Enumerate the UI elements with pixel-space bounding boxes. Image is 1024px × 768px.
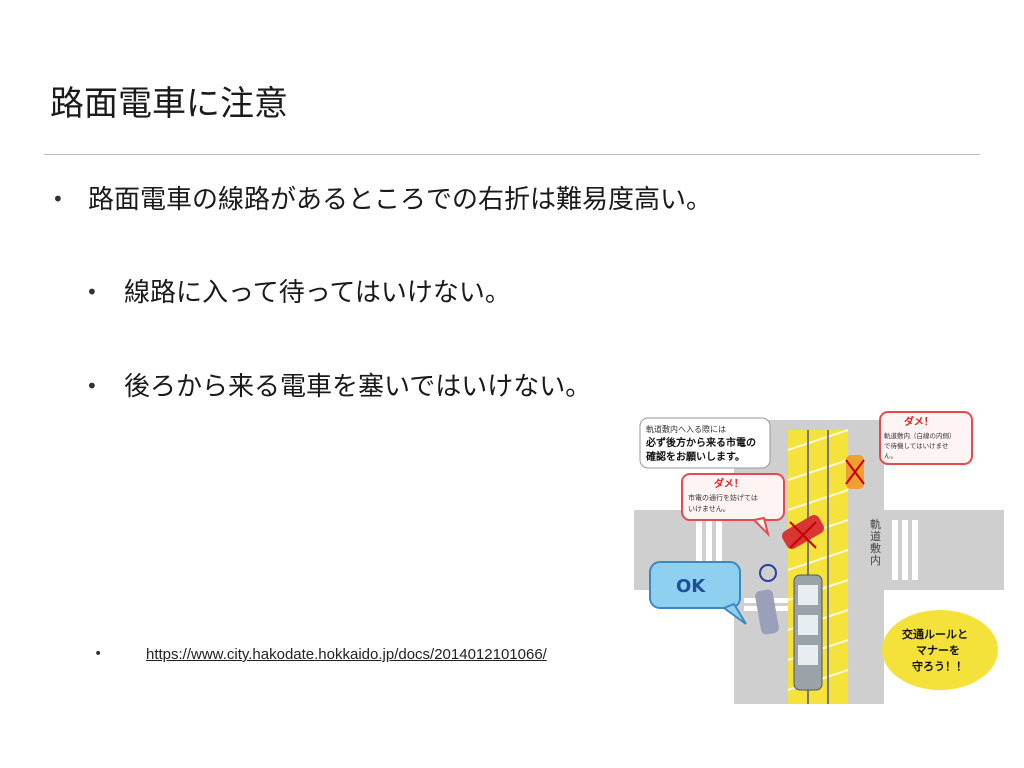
ok-circle-icon bbox=[759, 564, 777, 582]
svg-text:必ず後方から来る市電の: 必ず後方から来る市電の bbox=[645, 436, 756, 449]
svg-text:で待機してはいけませ: で待機してはいけませ bbox=[884, 441, 948, 450]
bullet-marker: • bbox=[94, 646, 103, 662]
bullet-2: 線路に入って待ってはいけない。 bbox=[124, 278, 511, 308]
svg-text:ダメ！: ダメ！ bbox=[714, 477, 744, 490]
bullet-marker: • bbox=[52, 187, 64, 211]
svg-text:交通ルールと: 交通ルールと bbox=[902, 627, 968, 641]
source-link[interactable]: https://www.city.hakodate.hokkaido.jp/do… bbox=[146, 646, 547, 663]
svg-text:ダメ！: ダメ！ bbox=[904, 415, 934, 428]
svg-text:OK: OK bbox=[676, 576, 706, 597]
tram-crossing-illustration: 軌 道 敷 内 軌道敷内へ入る際には 必ず後方から来る市電の 確認をお願いします… bbox=[634, 411, 1004, 704]
yellow-car-icon bbox=[845, 455, 865, 489]
svg-text:守ろう！！: 守ろう！！ bbox=[912, 659, 967, 673]
svg-text:マナーを: マナーを bbox=[916, 644, 960, 657]
svg-text:内: 内 bbox=[870, 553, 881, 567]
bullet-3: 後ろから来る電車を塞いではいけない。 bbox=[124, 372, 592, 402]
tram-icon bbox=[793, 574, 823, 691]
red-car-icon bbox=[782, 515, 824, 549]
bullet-marker: • bbox=[86, 374, 98, 398]
svg-text:いけません。: いけません。 bbox=[688, 505, 730, 513]
svg-text:軌道敷内（白線の内側）: 軌道敷内（白線の内側） bbox=[884, 431, 956, 440]
bullet-marker: • bbox=[86, 280, 98, 304]
warning-bubble-2: ダメ！ 軌道敷内（白線の内側） で待機してはいけませ ん。 bbox=[879, 411, 973, 465]
slide-title: 路面電車に注意 bbox=[50, 84, 288, 124]
ok-bubble: OK bbox=[649, 561, 747, 625]
svg-text:軌道敷内へ入る際には: 軌道敷内へ入る際には bbox=[646, 424, 726, 434]
svg-text:敷: 敷 bbox=[870, 541, 881, 555]
svg-text:確認をお願いします。: 確認をお願いします。 bbox=[646, 450, 745, 463]
bullet-1: 路面電車の線路があるところでの右折は難易度高い。 bbox=[88, 185, 713, 215]
track-label: 軌 道 敷 内 bbox=[870, 517, 881, 567]
warning-bubble-1: ダメ！ 市電の通行を妨げては いけません。 bbox=[681, 473, 785, 538]
svg-text:軌: 軌 bbox=[870, 517, 881, 531]
ok-car-icon bbox=[755, 589, 779, 635]
svg-text:道: 道 bbox=[870, 529, 881, 543]
slogan-badge: 交通ルールと マナーを 守ろう！！ bbox=[882, 610, 998, 690]
title-divider bbox=[44, 154, 980, 155]
top-note: 軌道敷内へ入る際には 必ず後方から来る市電の 確認をお願いします。 bbox=[639, 417, 771, 469]
svg-text:市電の通行を妨げては: 市電の通行を妨げては bbox=[688, 493, 758, 502]
svg-text:ん。: ん。 bbox=[884, 452, 897, 460]
